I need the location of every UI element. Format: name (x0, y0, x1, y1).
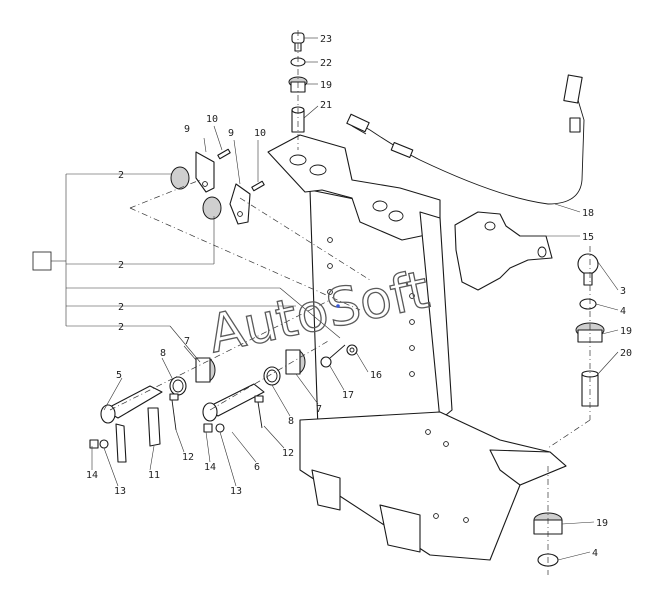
callout-15: 15 (582, 232, 594, 243)
pivot-blocks-9-10 (170, 148, 265, 225)
callout-20: 20 (620, 348, 632, 359)
callout-21: 21 (320, 100, 332, 111)
callout-10-left: 10 (206, 114, 218, 125)
callout-labels: 23 22 19 21 9 10 9 10 2 2 2 2 18 15 3 4 … (86, 34, 632, 559)
callout-12-center: 12 (282, 448, 294, 459)
callout-8-left: 8 (160, 348, 166, 359)
callout-14-center: 14 (204, 462, 216, 473)
callout-5: 5 (116, 370, 122, 381)
callout-4-right: 4 (620, 306, 626, 317)
callout-17: 17 (342, 390, 354, 401)
callout-13-left: 13 (114, 486, 126, 497)
assembly-centerlines (109, 179, 371, 411)
legend-bracket (32, 173, 341, 363)
callout-12-left: 12 (182, 452, 194, 463)
center-pin-assembly (202, 349, 306, 433)
callout-19-top: 19 (320, 80, 332, 91)
callout-2-b: 2 (118, 260, 124, 271)
callout-23: 23 (320, 34, 332, 45)
callout-3: 3 (620, 286, 626, 297)
angle-bracket-part-15 (454, 211, 553, 291)
callout-4-bottom: 4 (592, 548, 598, 559)
callout-10-right: 10 (254, 128, 266, 139)
leader-lines (91, 37, 619, 561)
callout-7-left: 7 (184, 336, 190, 347)
callout-18: 18 (582, 208, 594, 219)
callout-2-c: 2 (118, 302, 124, 313)
callout-8-center: 8 (288, 416, 294, 427)
callout-19-right: 19 (620, 326, 632, 337)
watermark-dot (336, 304, 340, 308)
callout-6: 6 (254, 462, 260, 473)
callout-19-bottom: 19 (596, 518, 608, 529)
callout-9-left: 9 (184, 124, 190, 135)
callout-22: 22 (320, 58, 332, 69)
callout-9-right: 9 (228, 128, 234, 139)
cable-part-18 (346, 74, 585, 205)
top-fastener-stack (288, 30, 308, 150)
callout-2-d: 2 (118, 322, 124, 333)
main-upright-bracket (267, 134, 567, 561)
left-pin-assembly (89, 357, 216, 463)
callout-2-a: 2 (118, 170, 124, 181)
callout-13-center: 13 (230, 486, 242, 497)
callout-7-center: 7 (316, 404, 322, 415)
bolt-washer-16-17 (320, 344, 358, 368)
callout-14-left: 14 (86, 470, 98, 481)
callout-16: 16 (370, 370, 382, 381)
right-fastener-stack (547, 246, 605, 449)
callout-11: 11 (148, 470, 160, 481)
bottom-bush-stack (533, 466, 563, 575)
